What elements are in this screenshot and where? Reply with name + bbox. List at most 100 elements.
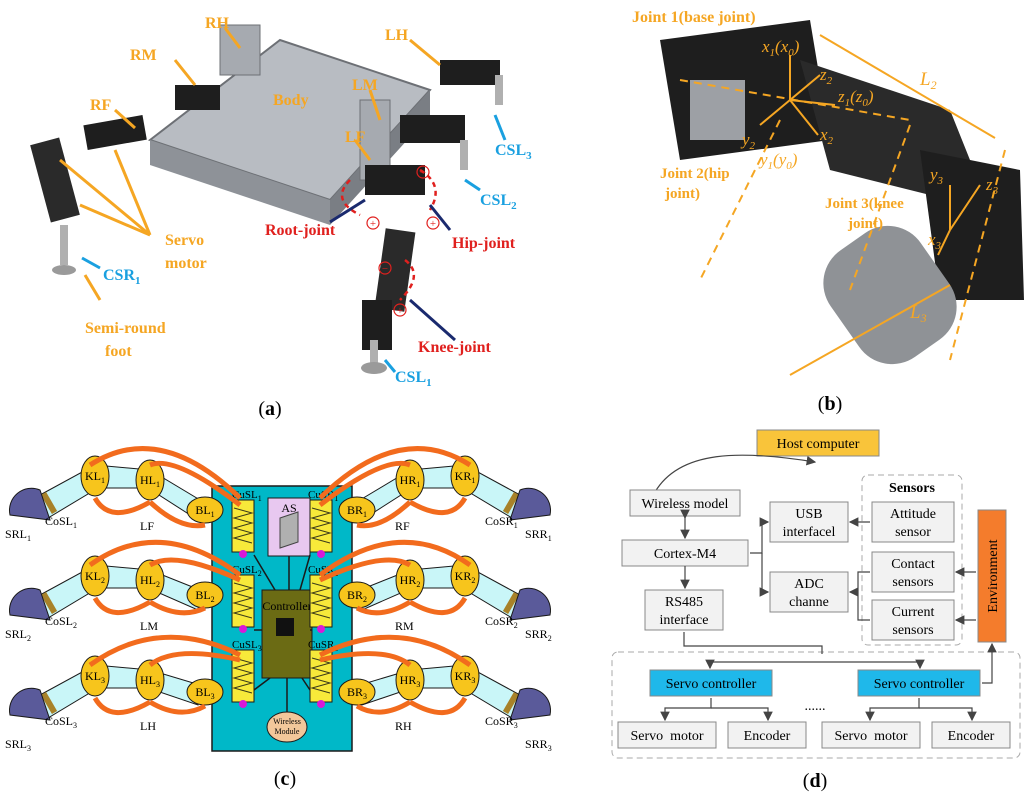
robot-photo-illustration: + + − + − (30, 15, 532, 389)
leg-lm (400, 115, 468, 170)
label-l3: L3 (909, 302, 927, 325)
label-joint2-line1: Joint 2(hip (660, 166, 730, 182)
svg-text:BL3: BL3 (195, 685, 214, 701)
blue-arrows (81, 114, 507, 373)
servo-env-link (982, 642, 997, 684)
minus-marker-knee: − (382, 263, 388, 275)
label-l2: L2 (919, 69, 937, 92)
current-sensor-box (871, 599, 955, 641)
svg-text:CoSL2: CoSL2 (45, 614, 77, 630)
svg-text:KR2: KR2 (455, 569, 476, 585)
cortex-usb-link (750, 517, 770, 554)
label-root-joint: Root-joint (265, 222, 336, 239)
svg-text:HR3: HR3 (400, 673, 421, 689)
plus-marker-root: + (370, 218, 376, 230)
sensors-label: Sensors (889, 481, 935, 496)
knee-link (920, 150, 1024, 300)
label-rm: RM (130, 47, 157, 64)
svg-text:KR3: KR3 (455, 669, 476, 685)
label-semi-round: Semi-round (85, 320, 166, 337)
label-csl1: CSL1 (395, 369, 432, 389)
label-joint1: Joint 1(base joint) (632, 9, 756, 26)
svg-text:KL1: KL1 (85, 469, 105, 485)
svg-text:SRR3: SRR3 (525, 737, 552, 753)
svg-text:BR2: BR2 (347, 588, 367, 604)
svg-text:SRL2: SRL2 (5, 627, 31, 643)
leg-labels: CoSL1 CoSR1 CoSL2 CoSR2 CoSL3 CoSR3 SRL1… (5, 514, 552, 753)
svg-text:LF: LF (140, 519, 154, 533)
label-controller: Controller (262, 599, 311, 613)
usb-label-line1: USB (795, 507, 822, 522)
contact-label-line2: sensors (892, 575, 933, 590)
label-z1: z1(z0) (837, 87, 874, 109)
servo-controller-2-label: Servo controller (874, 677, 965, 692)
label-joint3-line1: Joint 3(knee (825, 196, 904, 212)
signal-arrows (88, 446, 472, 716)
servo-controller-1 (649, 669, 773, 697)
leg-kinematics-photo: Joint 1(base joint) Joint 2(hip joint) J… (620, 0, 1024, 390)
cortex-label: Cortex-M4 (654, 547, 716, 562)
left-legs (9, 455, 224, 721)
servo-motor-1-label: Servo motor (630, 729, 703, 744)
encoder-1-label: Encoder (744, 729, 791, 744)
wireless-model-label: Wireless model (642, 497, 729, 512)
control-block-diagram: Host computer Wireless model Cortex-M4 R… (611, 429, 1021, 759)
svg-text:SRR2: SRR2 (525, 627, 552, 643)
controller-chip-icon (276, 618, 294, 636)
encoder-2-box (931, 721, 1011, 749)
label-csl3: CSL3 (495, 142, 532, 162)
svg-text:SRL3: SRL3 (5, 737, 31, 753)
panel-a: + + − + − (0, 0, 532, 400)
label-x3: x3 (927, 230, 942, 252)
label-wireless: Wireless (273, 717, 301, 726)
wireless-link (646, 454, 817, 502)
leg-lh (440, 60, 503, 105)
spring-coils (232, 507, 332, 694)
svg-text:CoSR2: CoSR2 (485, 614, 518, 630)
servo-dots: ...... (805, 699, 826, 714)
caption-a: (a) (258, 398, 282, 420)
rs485-label-line1: RS485 (665, 595, 703, 610)
rs485-servo-bus (683, 632, 823, 654)
servo1-encoder-link (711, 707, 773, 722)
cortex-box (621, 539, 749, 567)
current-label-line2: sensors (892, 623, 933, 638)
leg-sensor-diagram: AS Controller Wireless Module (5, 446, 552, 753)
servo-motor-2-label: Servo motor (834, 729, 907, 744)
sensors-group (861, 474, 963, 646)
svg-text:HL1: HL1 (140, 473, 160, 489)
minus-marker-hip: − (420, 167, 426, 179)
attitude-label-line1: Attitude (890, 507, 936, 522)
label-y3: y3 (928, 165, 944, 187)
servo-motor-1-box (617, 721, 717, 749)
label-x2: x2 (819, 125, 834, 147)
label-rf: RF (90, 97, 112, 114)
panel-c: AS Controller Wireless Module (0, 430, 560, 760)
joint-labels: KL1 HL1 BL1 KL2 HL2 BL2 KL3 HL3 BL3 KR1 … (85, 469, 475, 701)
host-computer-box (756, 429, 880, 457)
environment-box (977, 509, 1007, 643)
svg-text:CuSL3: CuSL3 (232, 639, 262, 653)
label-joint3-line2: joint) (847, 216, 883, 232)
right-legs (338, 455, 551, 721)
svg-text:HL2: HL2 (140, 573, 160, 589)
leg-lf (361, 165, 425, 374)
svg-text:KL3: KL3 (85, 669, 105, 685)
label-as: AS (281, 501, 296, 515)
servo1-motor-link (660, 698, 712, 722)
sign-markers (366, 165, 440, 317)
label-module: Module (275, 727, 300, 736)
environment-label: Environment (986, 539, 1001, 612)
label-z2: z2 (819, 65, 833, 87)
svg-text:BR1: BR1 (347, 503, 367, 519)
svg-text:SRR1: SRR1 (525, 527, 552, 543)
label-servo: Servo (165, 232, 204, 249)
label-lf: LF (345, 129, 366, 146)
svg-text:CoSR3: CoSR3 (485, 714, 518, 730)
svg-text:BL2: BL2 (195, 588, 214, 604)
svg-text:HL3: HL3 (140, 673, 160, 689)
servo-group (611, 651, 1021, 759)
as-cube-icon (279, 511, 299, 549)
knee-rotation-arc (399, 259, 415, 301)
orange-arrows (59, 27, 441, 301)
